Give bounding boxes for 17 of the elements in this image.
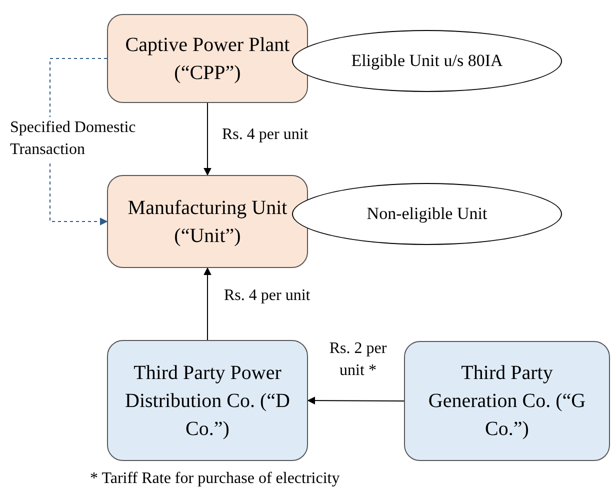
arrow: [204, 267, 212, 340]
node-text: Captive Power Plant (“CPP”): [124, 32, 291, 86]
footnote: * Tariff Rate for purchase of electricity: [90, 469, 340, 489]
edge-label: Rs. 4 per unit: [224, 286, 312, 306]
entity-box: [107, 175, 308, 268]
edge-label: Rs. 4 per unit: [222, 125, 310, 145]
arrow: [204, 102, 212, 176]
entity-box: [107, 340, 308, 461]
node-text: Eligible Unit u/s 80IA: [351, 50, 503, 72]
node-text: Non-eligible Unit: [366, 203, 488, 225]
entity-box: [107, 14, 308, 103]
node-text: Third Party Generation Co. (“G Co.”): [427, 361, 587, 442]
edge-label: Rs. 2 per unit *: [328, 339, 388, 381]
node-text: Manufacturing Unit (“Unit”): [126, 196, 288, 248]
node-text: Third Party Power Distribution Co. (“D Co.”): [124, 360, 291, 442]
entity-box: [404, 341, 610, 461]
arrow: [307, 396, 404, 405]
